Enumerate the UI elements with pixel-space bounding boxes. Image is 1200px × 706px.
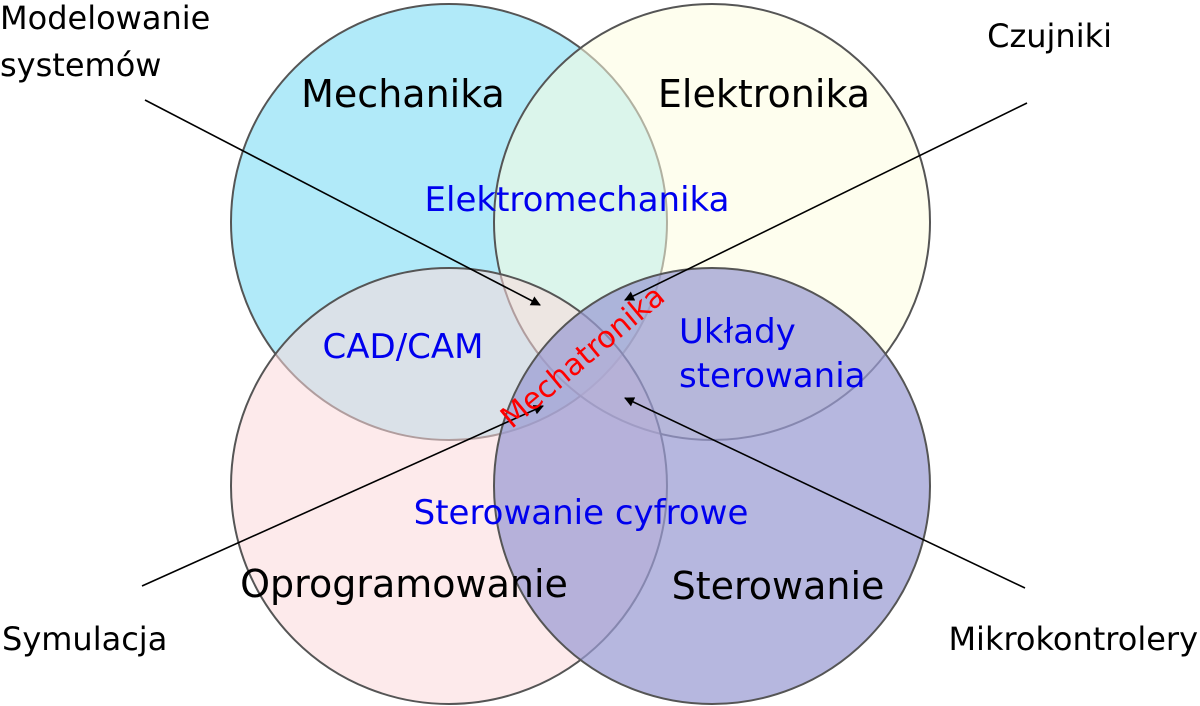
label-sterowanie: Sterowanie [672, 564, 885, 608]
arrow-modelowanie [144, 99, 541, 306]
label-uklady-line1: Układy [679, 312, 796, 352]
label-modelowanie-line1: Modelowanie [0, 0, 210, 37]
arrow-czujniki [624, 102, 1028, 301]
label-symulacja: Symulacja [2, 620, 167, 658]
label-elektronika: Elektronika [658, 72, 870, 116]
label-elektromechanika: Elektromechanika [425, 180, 730, 220]
label-modelowanie-line2: systemów [0, 46, 161, 84]
label-mikrokontrolery: Mikrokontrolery [948, 620, 1198, 658]
label-sterowanie-cyfrowe: Sterowanie cyfrowe [414, 493, 749, 533]
arrow-mikrokontrolery [624, 397, 1026, 589]
circle-sterowanie [493, 267, 931, 705]
label-mechanika: Mechanika [301, 72, 505, 116]
label-cad-cam: CAD/CAM [323, 327, 484, 367]
label-oprogramowanie: Oprogramowanie [240, 562, 568, 606]
label-uklady-line2: sterowania [679, 356, 865, 396]
label-czujniki: Czujniki [987, 17, 1112, 55]
arrow-symulacja [141, 405, 544, 587]
